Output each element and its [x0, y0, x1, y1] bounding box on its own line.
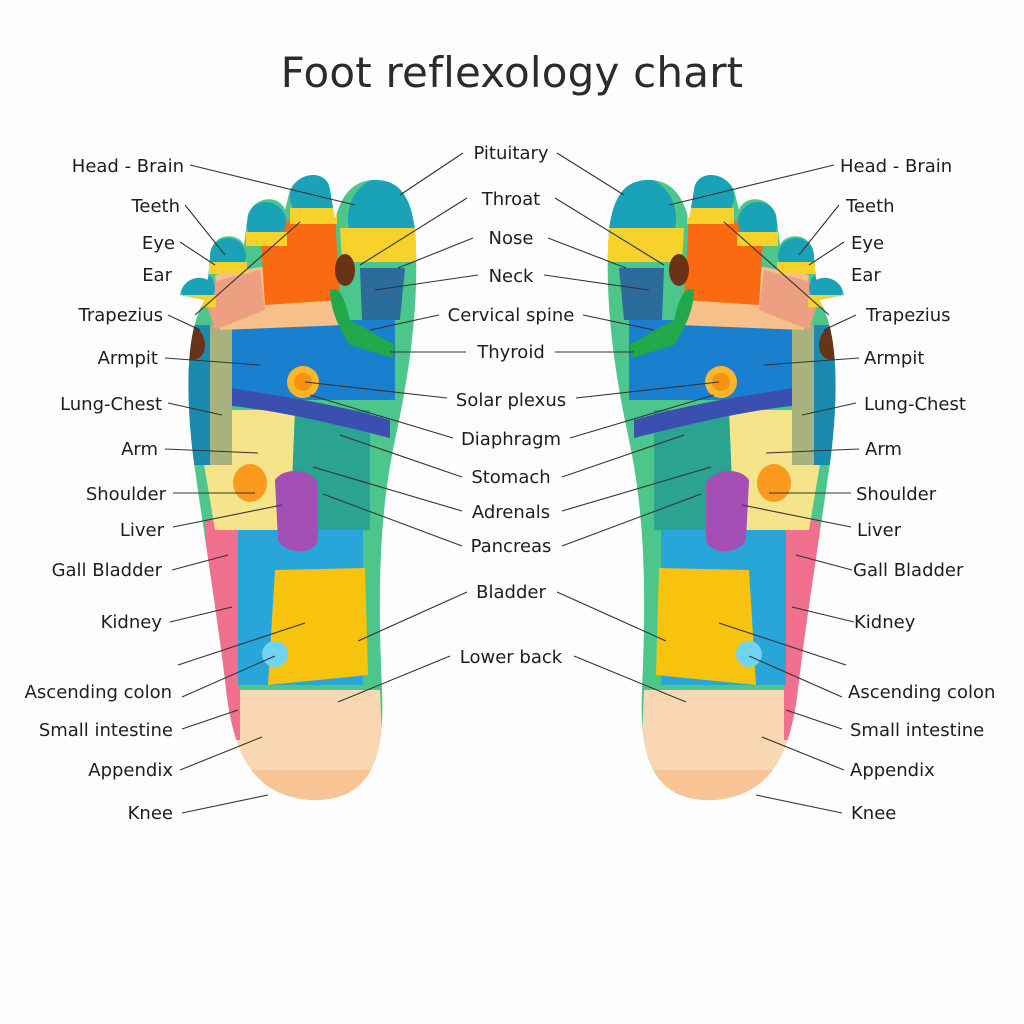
label-eye-left: Eye — [142, 233, 175, 254]
label-appendix-left: Appendix — [88, 760, 173, 781]
label-head-brain-right: Head - Brain — [840, 156, 952, 177]
label-lung-chest-right: Lung-Chest — [864, 394, 966, 415]
label-kidney-left: Kidney — [101, 612, 163, 633]
label-armpit-left: Armpit — [98, 348, 158, 369]
label-trapezius-left: Trapezius — [77, 305, 163, 326]
label-gall-bladder-right: Gall Bladder — [853, 560, 964, 581]
right-leader-lines — [668, 164, 860, 814]
label-teeth-left: Teeth — [130, 196, 180, 217]
label-diaphragm: Diaphragm — [461, 429, 561, 450]
label-arm-left: Arm — [121, 439, 158, 460]
left-foot — [180, 175, 417, 801]
label-eye-right: Eye — [851, 233, 884, 254]
label-lower-back: Lower back — [460, 647, 563, 668]
label-nose: Nose — [489, 228, 534, 249]
label-ear-right: Ear — [851, 265, 881, 286]
label-small-intestine-right: Small intestine — [850, 720, 984, 741]
right-labels: Head - Brain Teeth Eye Ear Trapezius Arm… — [840, 156, 995, 824]
label-neck: Neck — [489, 266, 534, 287]
label-stomach: Stomach — [471, 467, 550, 488]
label-lung-chest-left: Lung-Chest — [60, 394, 162, 415]
label-small-intestine-left: Small intestine — [39, 720, 173, 741]
label-teeth-right: Teeth — [845, 196, 895, 217]
left-leader-lines — [164, 164, 356, 814]
label-solar-plexus: Solar plexus — [456, 390, 566, 411]
label-shoulder-right: Shoulder — [856, 484, 937, 505]
center-labels: Pituitary Throat Nose Neck Cervical spin… — [448, 143, 575, 668]
label-knee-left: Knee — [128, 803, 173, 824]
chart-title: Foot reflexology chart — [280, 48, 744, 97]
label-thyroid: Thyroid — [476, 342, 545, 363]
label-armpit-right: Armpit — [864, 348, 924, 369]
label-liver-left: Liver — [120, 520, 165, 541]
label-cervical-spine: Cervical spine — [448, 305, 575, 326]
left-labels: Head - Brain Teeth Eye Ear Trapezius Arm… — [25, 156, 184, 824]
label-knee-right: Knee — [851, 803, 896, 824]
label-ear-left: Ear — [142, 265, 172, 286]
label-arm-right: Arm — [865, 439, 902, 460]
label-adrenals: Adrenals — [472, 502, 550, 523]
label-gall-bladder-left: Gall Bladder — [52, 560, 163, 581]
label-liver-right: Liver — [857, 520, 902, 541]
label-ascending-colon-left: Ascending colon — [25, 682, 172, 703]
label-kidney-right: Kidney — [854, 612, 916, 633]
label-trapezius-right: Trapezius — [865, 305, 951, 326]
label-appendix-right: Appendix — [850, 760, 935, 781]
center-leader-lines — [304, 152, 720, 703]
label-pancreas: Pancreas — [471, 536, 552, 557]
label-pituitary: Pituitary — [473, 143, 548, 164]
label-throat: Throat — [481, 189, 541, 210]
label-head-brain-left: Head - Brain — [72, 156, 184, 177]
label-shoulder-left: Shoulder — [86, 484, 167, 505]
label-bladder: Bladder — [476, 582, 546, 603]
label-ascending-colon-right: Ascending colon — [848, 682, 995, 703]
